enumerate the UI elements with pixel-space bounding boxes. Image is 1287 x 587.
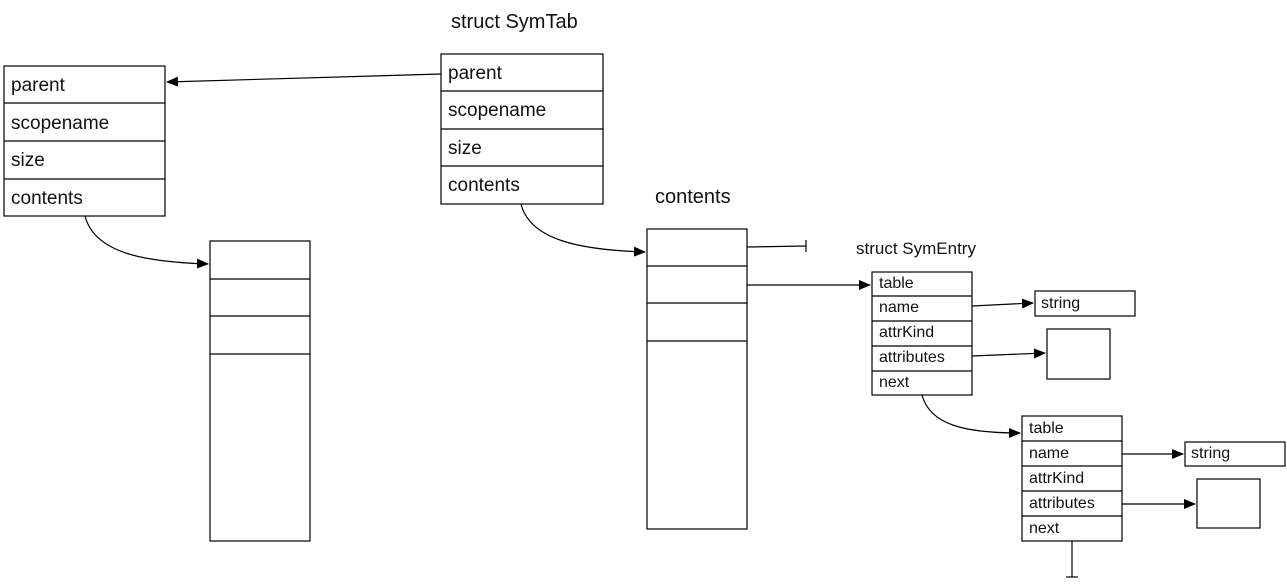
parent-symtab-field-contents: contents xyxy=(11,188,83,209)
symtab-struct xyxy=(440,53,604,205)
entry2-name-string-box xyxy=(1184,441,1286,467)
entry1-field-attributes: attributes xyxy=(879,349,945,366)
contents-array xyxy=(646,228,748,530)
entry1-attributes-arrow xyxy=(971,348,1046,359)
symtab-title: struct SymTab xyxy=(451,11,578,33)
parent-symtab-field-size: size xyxy=(11,150,45,171)
symtab-field-size: size xyxy=(448,138,482,159)
contents-null-pointer xyxy=(746,245,807,248)
contents-title: contents xyxy=(655,186,731,208)
symtab-field-parent: parent xyxy=(448,63,502,84)
entry1-field-table: table xyxy=(879,275,914,292)
entry2-field-next: next xyxy=(1029,520,1060,537)
entry1-attributes-box xyxy=(1046,328,1111,380)
entry2-field-name: name xyxy=(1029,445,1070,462)
parent-symtab-field-scopename: scopename xyxy=(11,113,110,134)
parent-symtab-field-parent: parent xyxy=(11,75,65,96)
parent-contents-array xyxy=(209,240,311,542)
entry2-field-attributes: attributes xyxy=(1029,495,1095,512)
entry2-field-table: table xyxy=(1029,420,1064,437)
parent-pointer-arrow xyxy=(166,73,442,87)
entry1-field-name: name xyxy=(879,299,920,316)
symentry-title: struct SymEntry xyxy=(856,239,976,258)
entry1-field-attrkind: attrKind xyxy=(879,324,935,341)
entry1-field-next: next xyxy=(879,374,910,391)
contents-arrow xyxy=(520,203,646,257)
symentry-1-struct xyxy=(871,271,973,396)
entry1-name-string-box xyxy=(1034,290,1136,317)
symtab-field-scopename: scopename xyxy=(448,100,547,121)
symtab-field-contents: contents xyxy=(448,175,520,196)
entry1-next-arrow xyxy=(921,394,1021,438)
entry1-name-string-label: string xyxy=(1041,295,1081,312)
parent-symtab-struct xyxy=(3,65,166,217)
entry2-field-attrkind: attrKind xyxy=(1029,470,1085,487)
entry2-name-string-label: string xyxy=(1191,445,1231,462)
parent-contents-arrow xyxy=(84,215,209,269)
entry2-attributes-box xyxy=(1196,478,1261,529)
entry1-name-arrow xyxy=(971,298,1034,309)
